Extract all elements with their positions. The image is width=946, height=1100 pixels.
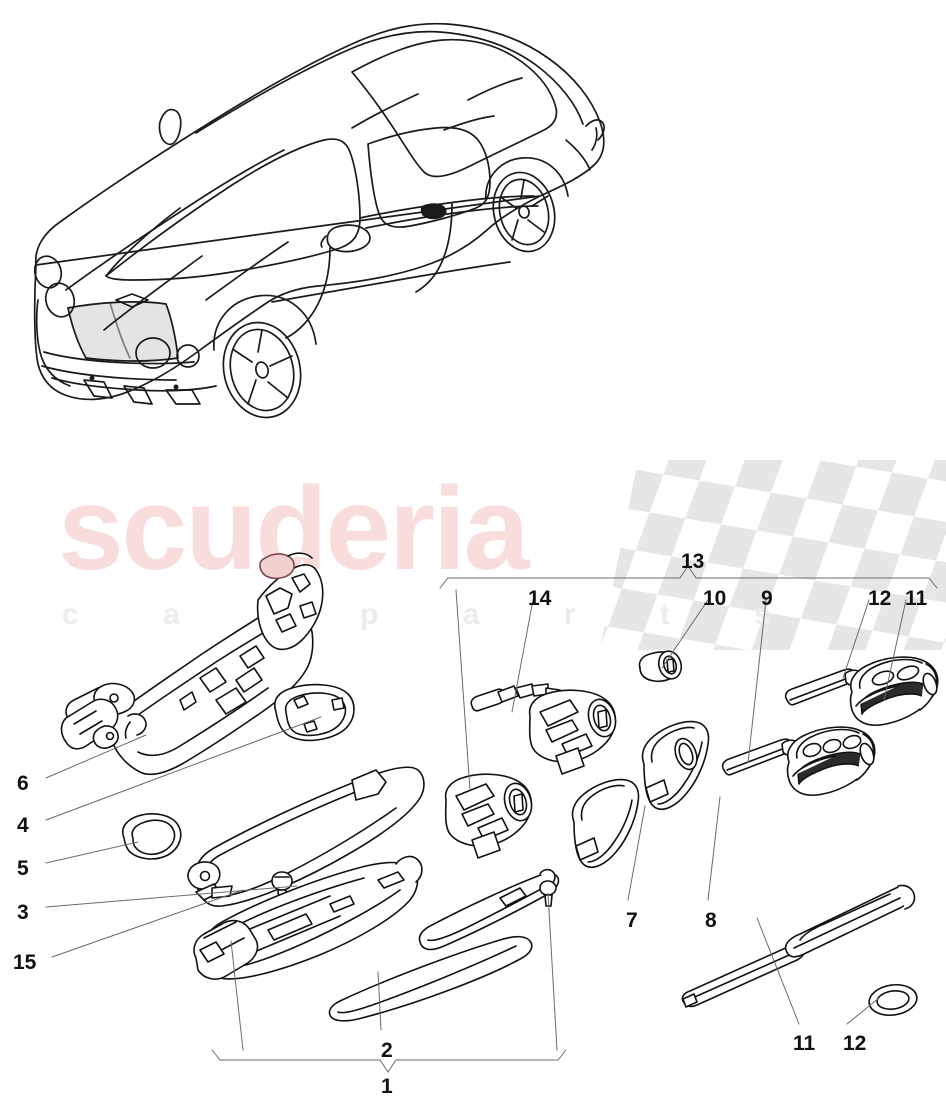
leader-11-bottom	[756, 917, 800, 1025]
leader-12-top	[842, 599, 870, 679]
callout-number-handle-bezel: 15	[13, 951, 37, 974]
callout-number-emergency-key-blade: 11	[793, 1032, 816, 1055]
leader-2	[377, 971, 382, 1031]
part-15-handle-bezel	[187, 766, 425, 907]
leader-15	[51, 889, 244, 958]
callout-number-remote-control-key-three-button: 9	[761, 587, 773, 610]
callout-number-fixing-screw: 3	[17, 901, 29, 924]
part-7-end-cap-blank	[571, 778, 640, 868]
part-5-lock-gasket	[122, 813, 182, 860]
bracket-1	[211, 1049, 567, 1073]
leader-4	[45, 716, 322, 821]
leader-3	[45, 885, 298, 908]
part-1-door-handle-grip	[193, 855, 423, 980]
part-15b-handle-rail	[418, 868, 560, 951]
callout-number-door-handle-assembly-bracket: 1	[381, 1075, 393, 1098]
leader-12-bottom	[846, 997, 880, 1025]
leader-5	[45, 841, 139, 864]
leader-10	[661, 599, 709, 669]
callout-number-emergency-key-blade: 11	[905, 587, 928, 610]
leader-7	[627, 805, 646, 901]
callout-number-lock-cylinder-gasket: 5	[17, 857, 29, 880]
leader-8	[707, 796, 721, 901]
leader-9	[747, 599, 767, 764]
leader-6	[45, 734, 147, 779]
part-9-remote-key-three-button	[721, 726, 876, 796]
callout-number-handle-end-cap-with-lock-aperture: 8	[705, 909, 717, 932]
callout-number-handle-end-cap-blank: 7	[626, 909, 638, 932]
leader-14b	[455, 589, 471, 791]
part-8-end-cap-with-aperture	[641, 720, 710, 810]
callout-number-door-handle-carrier-bracket: 6	[17, 772, 29, 795]
callout-number-sealing-ring: 12	[843, 1032, 867, 1055]
part-12-remote-key-two-button	[784, 656, 939, 726]
callout-number-handle-trim-strip: 2	[381, 1039, 393, 1062]
part-6-handle-carrier	[60, 552, 324, 776]
callout-number-door-lock-cylinder: 14	[528, 587, 552, 610]
bracket-13	[439, 565, 938, 589]
callout-number-lock-cylinder-cover-cap: 10	[703, 587, 727, 610]
part-14-lock-cylinder-lower	[444, 773, 533, 859]
part-12-sealing-ring	[868, 983, 918, 1017]
callout-number-sealing-ring: 12	[868, 587, 892, 610]
leader-1-right	[547, 892, 558, 1051]
leader-1-left	[230, 940, 244, 1051]
callout-number-handle-carrier-seal: 4	[17, 814, 29, 837]
callout-number-lock-set-group: 13	[681, 550, 705, 573]
part-2-handle-trim-strip	[328, 935, 533, 1022]
part-14-lock-cylinder-upper	[470, 683, 617, 775]
leader-14	[511, 599, 534, 713]
leader-11-top	[883, 599, 907, 701]
